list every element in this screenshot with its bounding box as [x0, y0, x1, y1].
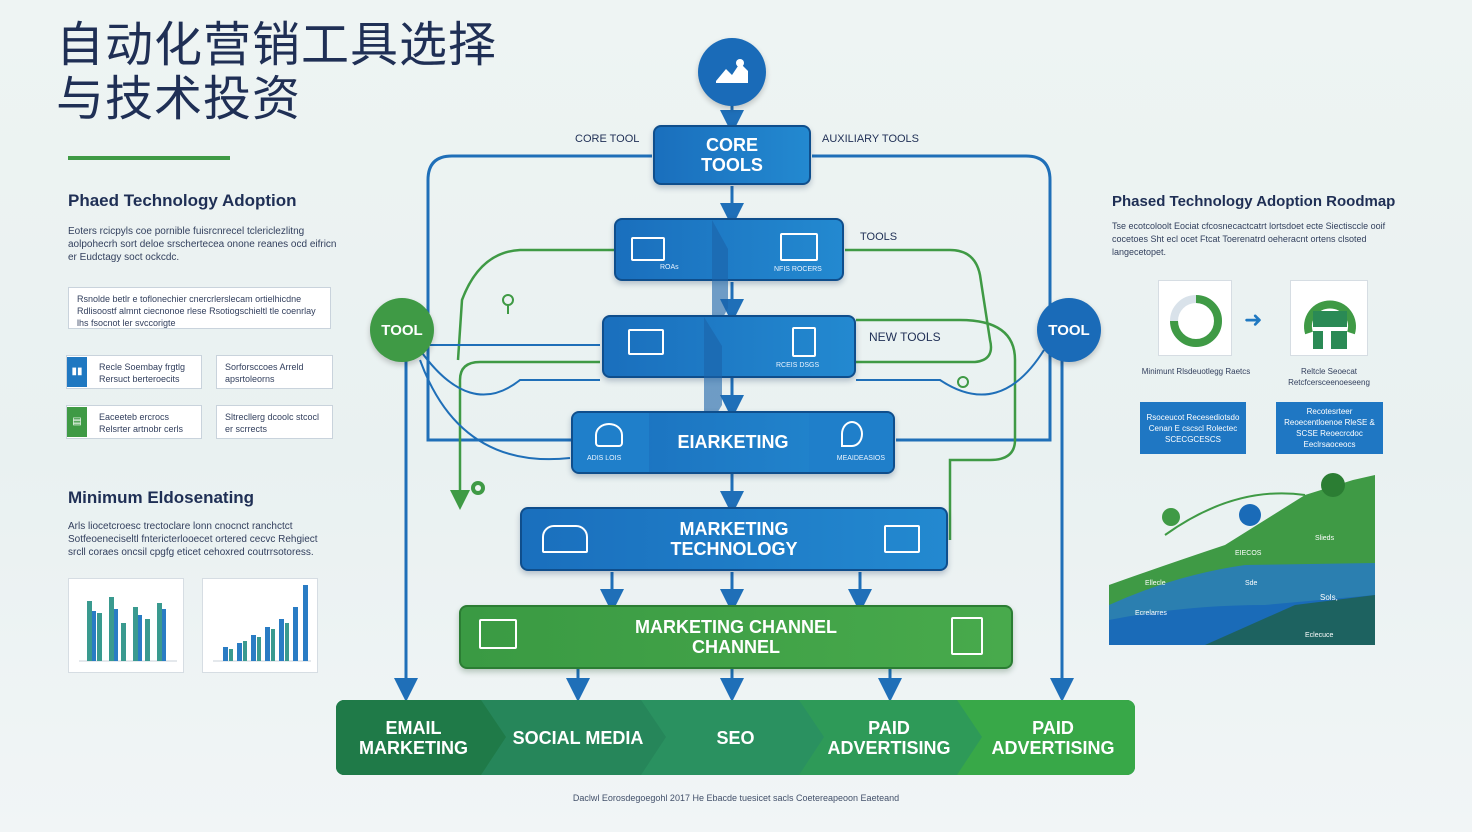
globe-icon — [1239, 504, 1261, 526]
channels-strip: EMAIL MARKETING SOCIAL MEDIA SEO PAID AD… — [336, 700, 1135, 775]
row2-caption-right: NFIS ROCERS — [774, 266, 822, 273]
left-chip-2-side: Sltrecllerg dcoolc stcocl er scrrects — [216, 405, 333, 439]
display-icon — [479, 619, 517, 649]
chat-icon — [631, 237, 665, 261]
row2-caption-left: ROAs — [660, 264, 679, 271]
tools-label: TOOLS — [860, 231, 898, 243]
new-tools-row-node[interactable]: RCEIS DSGS — [602, 315, 856, 435]
arrow-right-icon: ➜ — [1244, 307, 1263, 332]
channel-social-media[interactable]: SOCIAL MEDIA — [512, 727, 644, 748]
svg-text:Ellecle: Ellecle — [1145, 580, 1166, 587]
tool-left-node[interactable]: TOOL — [370, 298, 434, 362]
computer-icon — [628, 329, 664, 355]
left-chip-2: ▤ Eaceeteb ercrocs Relsrter artnobr cerl… — [66, 405, 202, 439]
team-icon — [542, 525, 588, 553]
row4-caption-left: ADIS LOIS — [587, 455, 622, 462]
left-chip-1: ▮▮ Recle Soembay frgtlg Rersuct berteroe… — [66, 355, 202, 389]
left-heading-minimum: Minimum Eldosenating — [68, 488, 255, 507]
row2-chevron — [712, 220, 728, 338]
right-heading: Phased Technology Adoption Roodmap — [1112, 193, 1396, 210]
right-donut-card-1 — [1158, 280, 1232, 356]
row4-caption-right: MEAIDEASIOS — [836, 455, 885, 462]
channel-email[interactable]: EMAIL MARKETING — [359, 717, 468, 758]
house-icon — [716, 59, 748, 83]
tool-right-node[interactable]: TOOL — [1037, 298, 1101, 362]
left-text-adoption: Eoters rcicpyls coe pornible fuisrcnrece… — [68, 226, 337, 263]
auxiliary-tools-label: AUXILIARY TOOLS — [822, 133, 920, 145]
pin-icon-right — [957, 376, 969, 388]
donut-chart-1 — [1170, 295, 1222, 347]
marketing-node-label: EIARKETING — [677, 432, 789, 452]
left-section-adoption: Phaed Technology Adoption Eoters rcicpyl… — [68, 191, 338, 264]
marketing-row-node[interactable]: ADIS LOIS EIARKETING MEAIDEASIOS — [571, 411, 895, 474]
left-text-minimum: Arls liocetcroesc trectoclare lonn cnocn… — [68, 521, 318, 558]
left-info-box: Rsnolde betlr e toflonechier cnercrlersl… — [68, 287, 331, 329]
channel-seo[interactable]: SEO — [716, 727, 755, 748]
book-icon: ▤ — [67, 407, 87, 437]
pin-icon — [502, 294, 514, 314]
svg-text:Sols,: Sols, — [1320, 593, 1338, 602]
new-tools-label: NEW TOOLS — [869, 330, 941, 344]
bar-chart-graphic-2 — [213, 585, 311, 662]
monitor-icon — [780, 233, 818, 261]
left-heading-adoption: Phaed Technology Adoption — [68, 191, 297, 210]
channels-background — [336, 700, 1135, 775]
row3-chevron — [704, 317, 722, 435]
right-blue-card-2: Recotesrteer Reoecentloenoe RleSE & SCSE… — [1276, 402, 1383, 454]
plant-icon — [1321, 473, 1345, 497]
right-card2-label: Reltcle Seoecat Retcfcersceenoeseeng — [1288, 367, 1370, 387]
left-section-minimum: Minimum Eldosenating Arls liocetcroesc t… — [68, 488, 338, 559]
svg-text:Sde: Sde — [1245, 580, 1258, 587]
right-area-chart: Ellecle Ecrelarres EIECOS Slieds Sols, S… — [1109, 473, 1375, 645]
top-hub — [698, 38, 766, 106]
title-divider — [68, 156, 230, 160]
svg-text:Eclecuce: Eclecuce — [1305, 632, 1334, 639]
marketing-channel-node[interactable]: MARKETING CHANNEL CHANNEL — [459, 605, 1013, 669]
svg-text:EIECOS: EIECOS — [1235, 550, 1262, 557]
left-bar-chart-2 — [202, 578, 318, 673]
report-icon — [951, 617, 983, 655]
core-tool-label: CORE TOOL — [575, 133, 640, 145]
right-text: Tse ecotcoloolt Eociat cfcosnecactcatrt … — [1112, 221, 1386, 257]
bar-chart-graphic-1 — [79, 597, 177, 662]
right-card1-label: Minimunt Rlsdeuotlegg Raetcs — [1141, 367, 1251, 376]
right-donut-card-2 — [1290, 280, 1368, 356]
svg-text:Ecrelarres: Ecrelarres — [1135, 610, 1167, 617]
marketing-technology-node[interactable]: MARKETING TECHNOLOGY — [520, 507, 948, 571]
channel-paid-advertising-2[interactable]: PAID ADVERTISING — [991, 717, 1115, 758]
page-title: 自动化营销工具选择 与技术投资 — [56, 17, 498, 127]
chart-icon: ▮▮ — [67, 357, 87, 387]
core-tools-node[interactable]: CORE TOOLS — [653, 125, 811, 185]
location-pin-icon — [841, 421, 863, 447]
row3-caption: RCEIS DSGS — [776, 362, 820, 369]
right-section-roadmap: Phased Technology Adoption Roodmap Tse e… — [1112, 193, 1412, 259]
gear-icon — [471, 481, 485, 495]
leaf-icon — [1162, 508, 1180, 526]
mail-icon — [884, 525, 920, 553]
channel-paid-advertising-1[interactable]: PAID ADVERTISING — [827, 717, 951, 758]
svg-text:Slieds: Slieds — [1315, 535, 1335, 542]
right-blue-card-1: Rsoceucot Recesediotsdo Cenan E cscscl R… — [1140, 402, 1246, 454]
donut-chart-2 — [1304, 300, 1356, 349]
tools-row-node[interactable]: ROAs NFIS ROCERS — [614, 218, 844, 338]
rocket-icon — [595, 423, 623, 447]
left-bar-chart-1 — [68, 578, 184, 673]
document-icon — [792, 327, 816, 357]
footer-note: Daclwl Eorosdegoegohl 2017 He Ebacde tue… — [572, 793, 900, 803]
left-chip-1-side: Sorforsccoes Arreld apsrtoleorns — [216, 355, 333, 389]
